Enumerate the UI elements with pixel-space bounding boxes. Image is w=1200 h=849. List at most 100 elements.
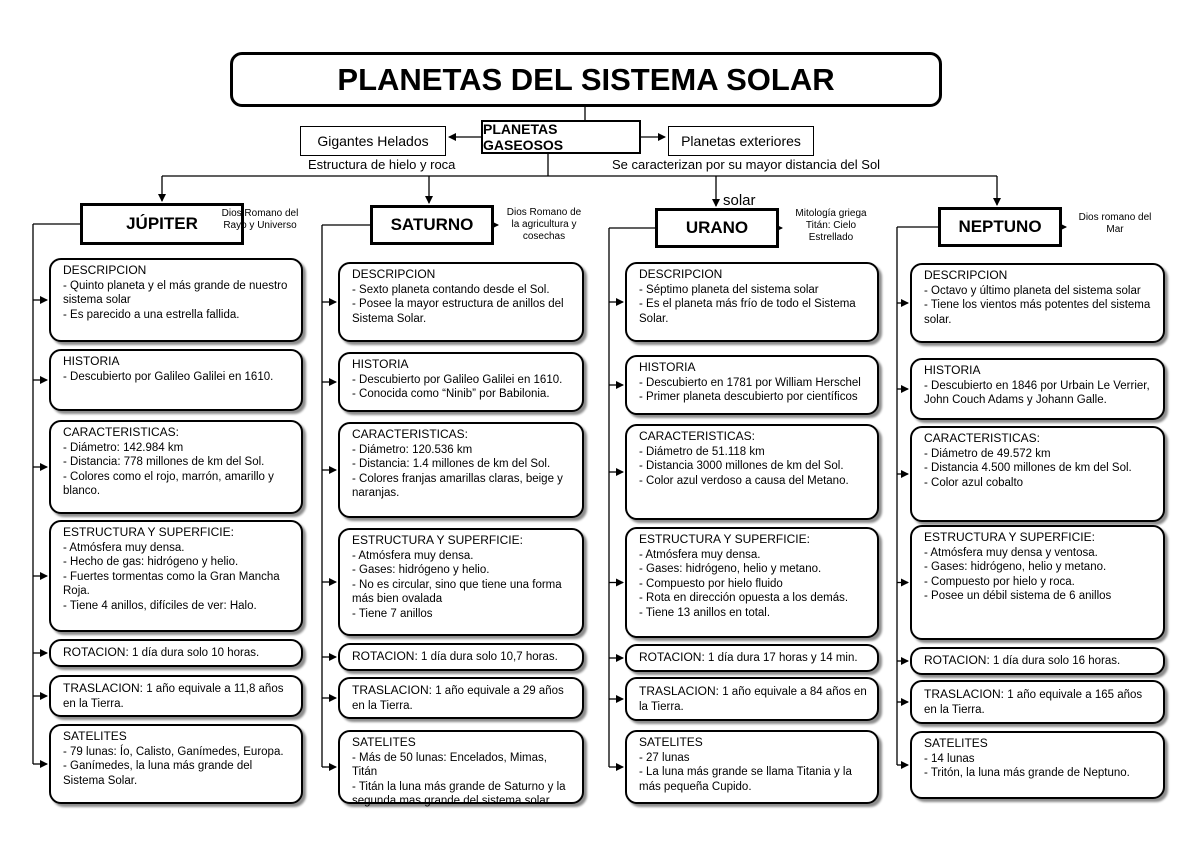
card-line: - Atmósfera muy densa. [639,548,761,561]
card-title: SATELITES [924,736,988,750]
card-rotacion-neptuno: ROTACION: 1 día dura solo 16 horas. [910,647,1165,675]
card-title: ROTACION: [639,650,705,665]
card-satelites-urano: SATELITES- 27 lunas- La luna más grande … [625,730,879,804]
left-node-caption: Estructura de hielo y roca [308,157,456,172]
card-line: - Primer planeta descubierto por científ… [639,391,858,404]
card-line: - Gases: hidrógeno, helio y metano. [924,561,1107,574]
card-title: CARACTERISTICAS: [639,429,756,443]
card-title: ROTACION: [924,653,990,668]
card-title: DESCRIPCION [63,263,147,277]
card-text: 1 año equivale a 165 años en la Tierra. [924,688,1143,716]
myth-line: Titán: Cielo [805,220,857,231]
card-title: SATELITES [63,729,127,743]
card-title: TRASLACION: [352,682,433,697]
card-title: ESTRUCTURA Y SUPERFICIE: [352,533,523,547]
card-body: TRASLACION: 1 año equivale a 29 años en … [352,683,574,713]
card-line: - Distancia 4.500 millones de km del Sol… [924,462,1132,475]
myth-line: Rayo y Universo [223,220,297,231]
card-title: SATELITES [639,735,703,749]
card-line: - Diámetro de 51.118 km [639,445,765,458]
card-rotacion-jupiter: ROTACION: 1 día dura solo 10 horas. [49,639,303,667]
card-title: TRASLACION: [924,686,1005,701]
card-line: - Es el planeta más frío de todo el Sist… [639,298,856,325]
card-line: - Posee la mayor estructura de anillos d… [352,298,564,325]
card-rotacion-saturno: ROTACION: 1 día dura solo 10,7 horas. [338,643,584,671]
card-line: - No es circular, sino que tiene una for… [352,578,562,606]
card-line: - Tiene 13 anillos en total. [639,606,771,619]
card-descripcion-saturno: DESCRIPCION- Sexto planeta contando desd… [338,262,584,342]
card-line: - Séptimo planeta del sistema solar [639,283,819,296]
page-title: PLANETAS DEL SISTEMA SOLAR [230,52,942,107]
card-satelites-neptuno: SATELITES- 14 lunas- Tritón, la luna más… [910,731,1165,799]
card-text: 1 día dura solo 10,7 horas. [420,651,558,664]
card-text: 1 año equivale a 11,8 años en la Tierra. [63,682,284,710]
card-title: HISTORIA [639,360,696,374]
card-traslacion-neptuno: TRASLACION: 1 año equivale a 165 años en… [910,680,1165,724]
planet-box-urano: URANO [655,208,779,248]
card-body: TRASLACION: 1 año equivale a 84 años en … [639,684,869,714]
myth-line: Mar [1106,224,1124,235]
card-line: - Diámetro de 49.572 km [924,447,1051,460]
card-line: - Compuesto por hielo y roca. [924,575,1075,588]
planet-box-neptuno: NEPTUNO [938,207,1062,247]
card-descripcion-neptuno: DESCRIPCION- Octavo y último planeta del… [910,263,1165,343]
card-line: - Gases: hidrógeno y helio. [352,564,490,577]
card-line: - Distancia: 1.4 millones de km del Sol. [352,458,551,471]
card-line: - Es parecido a una estrella fallida. [63,308,240,321]
card-line: - Tritón, la luna más grande de Neptuno. [924,767,1130,780]
card-caracteristicas-saturno: CARACTERISTICAS: - Diámetro: 120.536 km - … [338,422,584,518]
card-line: - Diámetro: 142.984 km [63,441,184,454]
card-satelites-jupiter: SATELITES - 79 lunas: Ío, Calisto, Ganíme… [49,724,303,804]
planet-box-saturno: SATURNO [370,205,494,245]
card-estructura-urano: ESTRUCTURA Y SUPERFICIE:- Atmósfera muy … [625,527,879,638]
card-line: - Color azul cobalto [924,476,1024,489]
card-descripcion-jupiter: DESCRIPCION - Quinto planeta y el más gra… [49,258,303,342]
card-line: - Rota en dirección opuesta a los demás. [639,592,849,605]
card-body: ROTACION: 1 día dura 17 horas y 14 min. [639,650,858,666]
card-line: - Gases: hidrógeno, helio y metano. [639,563,822,576]
card-line: - 79 lunas: Ío, Calisto, Ganímedes, Euro… [63,745,284,758]
card-satelites-saturno: SATELITES - Más de 50 lunas: Encelados, M… [338,730,584,807]
card-title: HISTORIA [924,363,981,377]
card-line: - Sexto planeta contando desde el Sol. [352,283,550,296]
card-line: - Titán la luna más grande de Saturno y … [352,780,566,808]
right-node-caption: Se caracterizan por su mayor distancia d… [612,157,881,172]
card-body: ROTACION: 1 día dura solo 10,7 horas. [352,649,558,665]
card-estructura-jupiter: ESTRUCTURA Y SUPERFICIE:- Atmósfera muy … [49,520,303,632]
card-line: - Más de 50 lunas: Encelados, Mimas, Tit… [352,751,547,779]
card-text: 1 año equivale a 84 años en la Tierra. [639,685,867,713]
left-node-gigantes-helados: Gigantes Helados [300,126,446,156]
card-line: - Tiene 4 anillos, difíciles de ver: Hal… [63,599,257,612]
card-title: CARACTERISTICAS: [63,425,180,439]
card-line: - Posee un débil sistema de 6 anillos [924,590,1112,603]
card-title: SATELITES [352,735,416,749]
card-title: DESCRIPCION [639,267,723,281]
card-line: - Atmósfera muy densa. [352,549,474,562]
card-line: - Colores franjas amarillas claras, beig… [352,472,563,500]
myth-line: Estrellado [808,232,854,243]
card-title: DESCRIPCION [924,268,1008,282]
card-line: - Atmósfera muy densa y ventosa. [924,546,1098,559]
card-line: - Quinto planeta y el más grande de nues… [63,279,288,307]
card-line: - Colores como el rojo, marrón, amarillo… [63,470,274,498]
card-caracteristicas-urano: CARACTERISTICAS: - Diámetro de 51.118 km -… [625,424,879,520]
card-title: HISTORIA [352,357,409,371]
myth-line: Dios romano del [1078,212,1152,223]
card-line: - Descubierto por Galileo Galilei en 161… [63,370,274,383]
card-body: ROTACION: 1 día dura solo 16 horas. [924,653,1120,669]
card-line: - Tiene 7 anillos [352,607,433,620]
card-historia-saturno: HISTORIA- Descubierto por Galileo Galile… [338,352,584,412]
card-title: HISTORIA [63,354,120,368]
card-traslacion-jupiter: TRASLACION: 1 año equivale a 11,8 años e… [49,675,303,717]
card-line: - Distancia: 778 millones de km del Sol. [63,456,265,469]
card-title: CARACTERISTICAS: [352,427,469,441]
card-line: - Ganímedes, la luna más grande del Sist… [63,760,253,787]
card-line: - Color azul verdoso a causa del Metano. [639,474,849,487]
card-line: - Tiene los vientos más potentes del sis… [924,299,1151,326]
card-line: - Diámetro: 120.536 km [352,443,473,456]
card-title: CARACTERISTICAS: [924,431,1041,445]
